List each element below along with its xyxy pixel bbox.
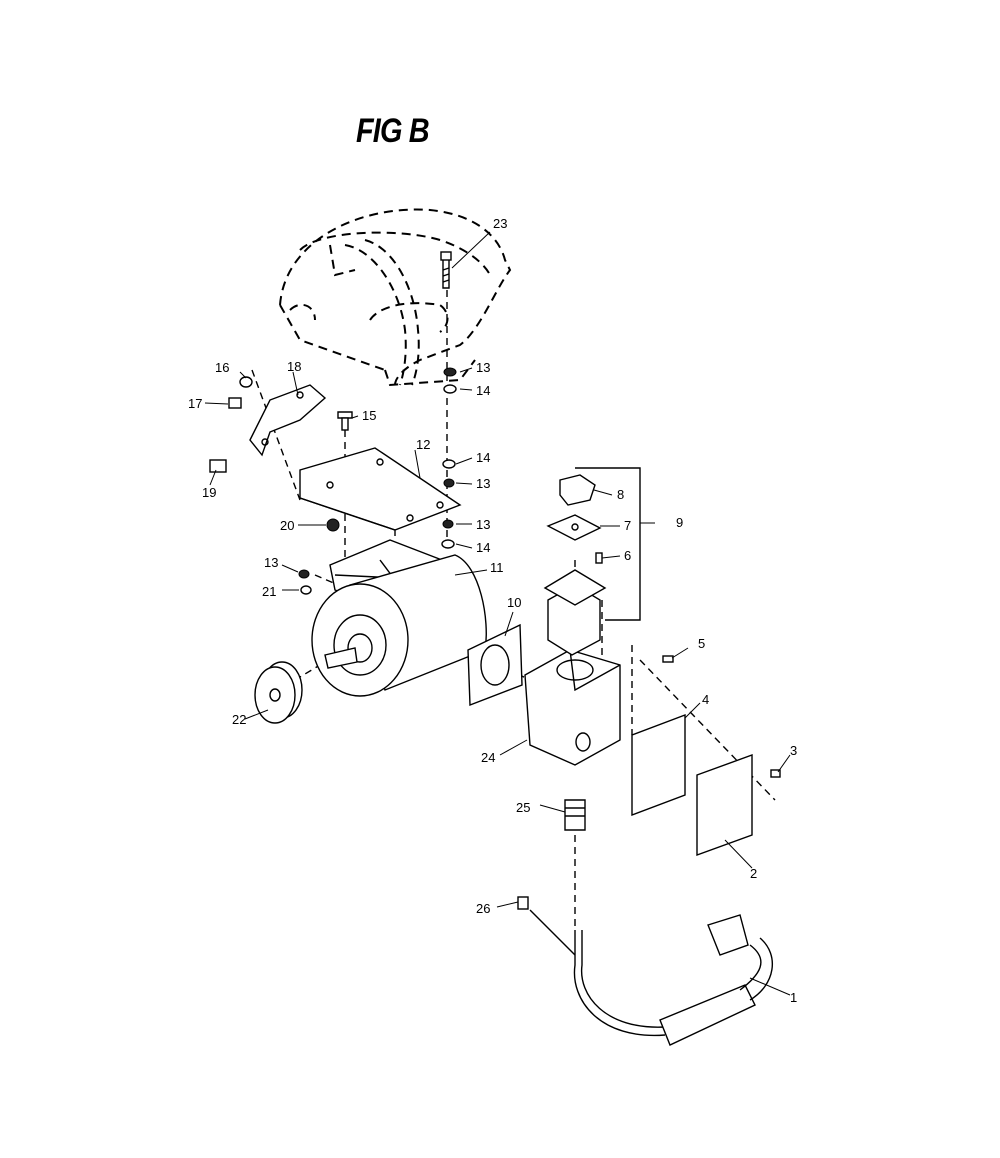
callout-22: 22 xyxy=(232,712,246,727)
callout-20: 20 xyxy=(280,518,294,533)
callout-16: 16 xyxy=(215,360,229,375)
part-10-gasket xyxy=(467,623,523,707)
saw-table-outline xyxy=(279,208,512,387)
callout-1: 1 xyxy=(790,990,797,1005)
part-15-bolt xyxy=(337,411,353,431)
washer-stack xyxy=(298,367,457,595)
part-7-plate xyxy=(546,514,602,541)
callout-numbers: 1 2 3 4 5 6 7 8 9 10 11 12 13 14 15 16 1… xyxy=(188,216,797,1005)
callout-10: 10 xyxy=(507,595,521,610)
part-16-washer xyxy=(239,376,253,388)
callout-13-a: 13 xyxy=(476,360,490,375)
callout-7: 7 xyxy=(624,518,631,533)
callout-13-d: 13 xyxy=(264,555,278,570)
callout-15: 15 xyxy=(362,408,376,423)
callout-13-b: 13 xyxy=(476,476,490,491)
part-25-strain-relief xyxy=(564,799,586,831)
part-22-pulley xyxy=(254,661,303,724)
part-26-connector xyxy=(517,896,529,910)
callout-26: 26 xyxy=(476,901,490,916)
part-9-switch-assembly xyxy=(543,467,641,656)
callout-21: 21 xyxy=(262,584,276,599)
callout-11: 11 xyxy=(490,560,504,575)
part-23-bolt xyxy=(440,251,452,289)
leader-lines xyxy=(204,367,791,996)
callout-2: 2 xyxy=(750,866,757,881)
callout-17: 17 xyxy=(188,396,202,411)
callout-14-b: 14 xyxy=(476,450,490,465)
callout-8: 8 xyxy=(617,487,624,502)
callout-9: 9 xyxy=(676,515,683,530)
part-24-switch-box xyxy=(524,649,621,766)
callout-3: 3 xyxy=(790,743,797,758)
figure-title: FIG B xyxy=(356,112,430,150)
callout-25: 25 xyxy=(516,800,530,815)
callout-24: 24 xyxy=(481,750,495,765)
callout-18: 18 xyxy=(287,359,301,374)
part-4-cover-plate xyxy=(631,713,686,817)
callout-4: 4 xyxy=(702,692,709,707)
callout-5: 5 xyxy=(698,636,705,651)
part-19-bolt xyxy=(209,459,227,473)
part-5-screw xyxy=(662,655,674,663)
part-6-screw xyxy=(595,552,603,564)
part-2-cover xyxy=(696,754,753,856)
callout-12: 12 xyxy=(416,437,430,452)
part-18-bracket xyxy=(249,384,327,457)
callout-19: 19 xyxy=(202,485,216,500)
callout-14-a: 14 xyxy=(476,383,490,398)
part-17-screw xyxy=(228,397,242,409)
callout-6: 6 xyxy=(624,548,631,563)
part-1-power-cord xyxy=(529,909,774,1046)
part-20-nut xyxy=(326,518,340,532)
callout-14-c: 14 xyxy=(476,540,490,555)
callout-23: 23 xyxy=(493,216,507,231)
part-8-knob xyxy=(559,474,596,506)
motor-housing xyxy=(311,554,487,697)
part-12-plate xyxy=(299,447,462,536)
part-3-screw xyxy=(770,769,781,778)
callout-13-c: 13 xyxy=(476,517,490,532)
